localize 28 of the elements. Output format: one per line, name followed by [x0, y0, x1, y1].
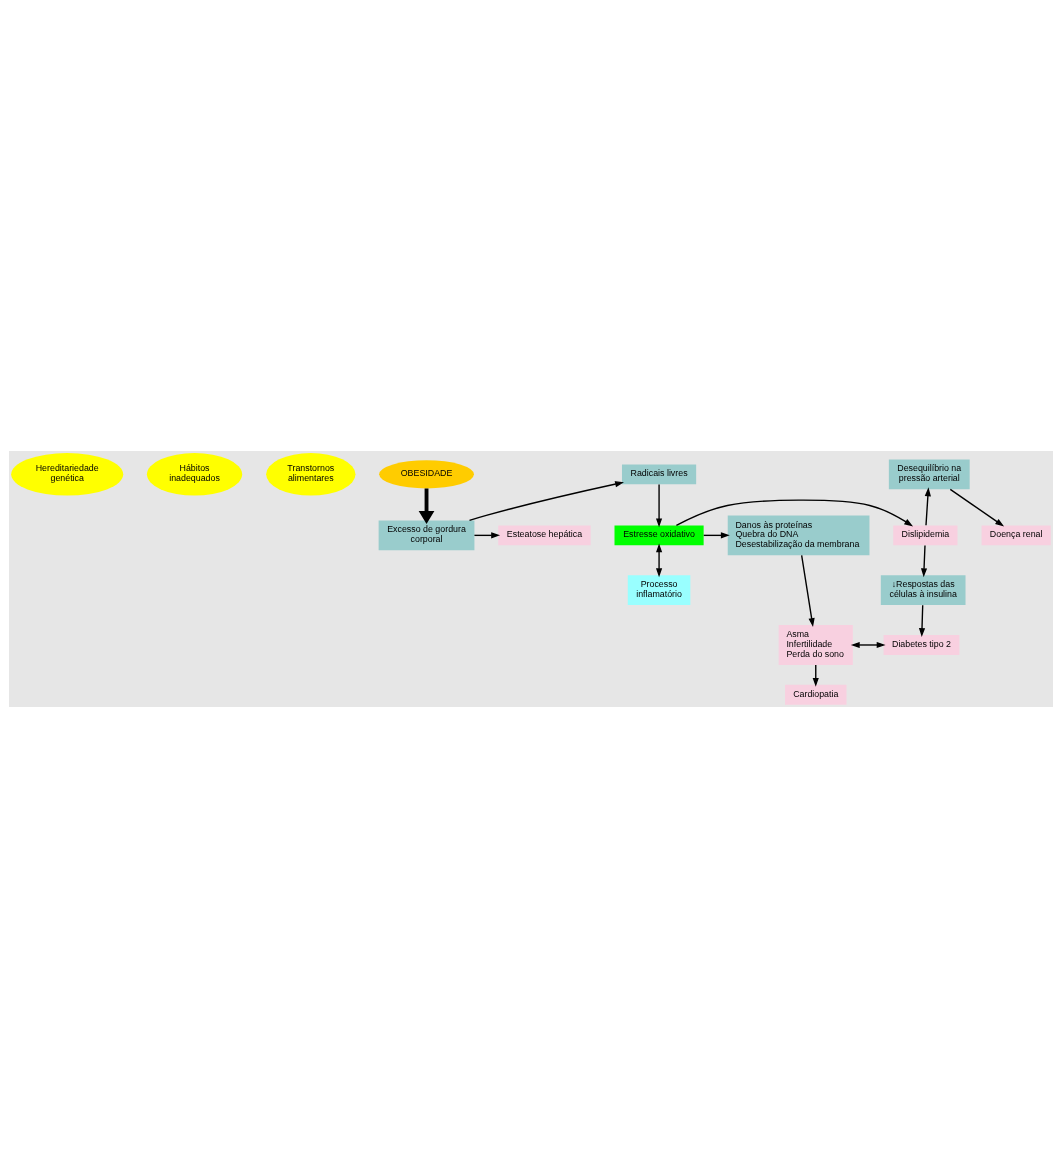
arrow — [655, 543, 663, 578]
node-box: Esteatose hepática — [498, 525, 591, 546]
arrow — [655, 483, 663, 528]
node-box: Estresse oxidativo — [614, 525, 704, 546]
arrow — [924, 487, 931, 526]
node-ellipse: Hereditariedade genética — [11, 453, 124, 496]
arrow — [800, 554, 815, 628]
node-box: ↓Respostas das células à insulina — [880, 575, 966, 606]
node-box: Doença renal — [981, 525, 1051, 546]
node-box: Dislipidemia — [893, 525, 958, 546]
node-ellipse: Transtornos alimentares — [266, 453, 356, 496]
node-box: Cardiopatia — [785, 684, 847, 705]
arrow — [949, 488, 1005, 527]
arrow — [920, 544, 928, 578]
node-box: Processo inflamatório — [627, 575, 691, 606]
node-box: Radicais livres — [621, 464, 697, 485]
arrow — [675, 499, 914, 527]
node-box: Diabetes tipo 2 — [883, 635, 960, 655]
node-box: Excesso de gordura corporal — [378, 520, 475, 551]
arrow — [918, 604, 926, 638]
node-box: Danos às proteínas Quebra do DNA Desestabilização da membrana — [727, 515, 870, 556]
arrow — [850, 641, 886, 649]
node-ellipse: Hábitos inadequados — [146, 453, 243, 496]
arrow — [468, 481, 624, 522]
arrow — [418, 488, 435, 524]
node-box: Desequilíbrio na pressão arterial — [888, 459, 970, 490]
node-box: Asma Infertilidade Perda do sono — [778, 625, 853, 665]
node-ellipse: OBESIDADE — [379, 460, 474, 489]
